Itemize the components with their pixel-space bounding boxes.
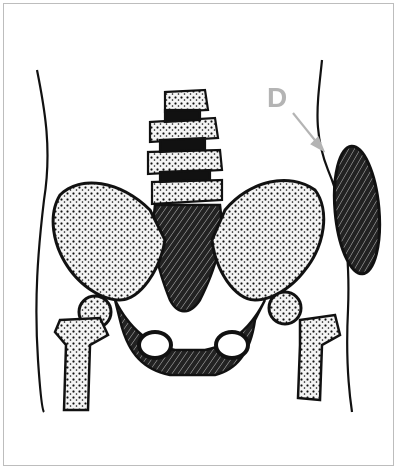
body-outline-left — [36, 70, 47, 412]
label-d: D — [267, 84, 287, 112]
left-ilium — [53, 183, 165, 300]
right-femur — [298, 315, 340, 400]
sacrum — [153, 205, 221, 311]
right-obturator-foramen — [216, 332, 248, 358]
lumbar-spine — [148, 90, 222, 204]
left-femur — [55, 318, 108, 410]
left-obturator-foramen — [139, 332, 171, 358]
oval-mass — [330, 144, 385, 275]
right-femoral-head — [269, 292, 301, 324]
right-ilium — [212, 180, 324, 300]
